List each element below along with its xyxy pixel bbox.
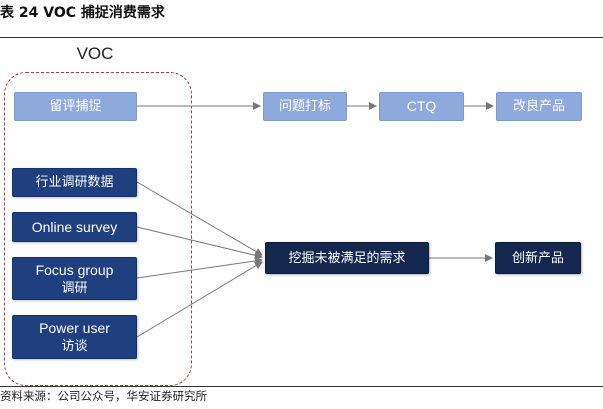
node-industry-research-data-label: 行业调研数据 [35, 175, 114, 190]
node-online-survey-label: Online survey [31, 218, 118, 235]
node-unmet-needs-label: 挖掘未被满足的需求 [288, 250, 406, 266]
node-innovate-product: 创新产品 [495, 242, 581, 274]
node-industry-research-data: 行业调研数据 [12, 168, 137, 197]
arrow-focus-to-unmet [136, 257, 263, 279]
node-improve-product-label: 改良产品 [512, 99, 565, 114]
node-ctq-label: CTQ [406, 98, 437, 114]
arrow-industry-to-unmet [136, 181, 263, 256]
source-rule [0, 386, 603, 387]
node-improve-product: 改良产品 [496, 92, 582, 121]
voc-label: VOC [76, 44, 114, 63]
node-power-user-label-1: Power user [39, 320, 110, 336]
node-unmet-needs: 挖掘未被满足的需求 [265, 242, 429, 274]
node-ctq: CTQ [379, 92, 464, 121]
node-online-survey: Online survey [12, 212, 137, 242]
node-issue-tagging-label: 问题打标 [278, 99, 331, 114]
figure-title: 表 24 VOC 捕捉消费需求 [0, 5, 165, 21]
source-note: 资料来源：公司公众号，华安证券研究所 [0, 389, 207, 403]
voc-dashed-frame [4, 72, 192, 386]
node-focus-group-label-2: 调研 [61, 279, 88, 295]
node-power-user: Power user 访谈 [12, 315, 137, 359]
node-innovate-product-label: 创新产品 [511, 250, 564, 266]
node-review-capture: 留评捕捉 [14, 92, 137, 121]
node-issue-tagging: 问题打标 [263, 92, 347, 121]
arrow-survey-to-unmet [136, 226, 263, 260]
node-review-capture-label: 留评捕捉 [49, 99, 102, 114]
node-focus-group-label-1: Focus group [35, 261, 114, 278]
node-focus-group: Focus group 调研 [12, 257, 137, 300]
title-rule [0, 37, 603, 38]
node-power-user-label-2: 访谈 [61, 338, 88, 353]
arrow-power-to-unmet [136, 261, 263, 338]
